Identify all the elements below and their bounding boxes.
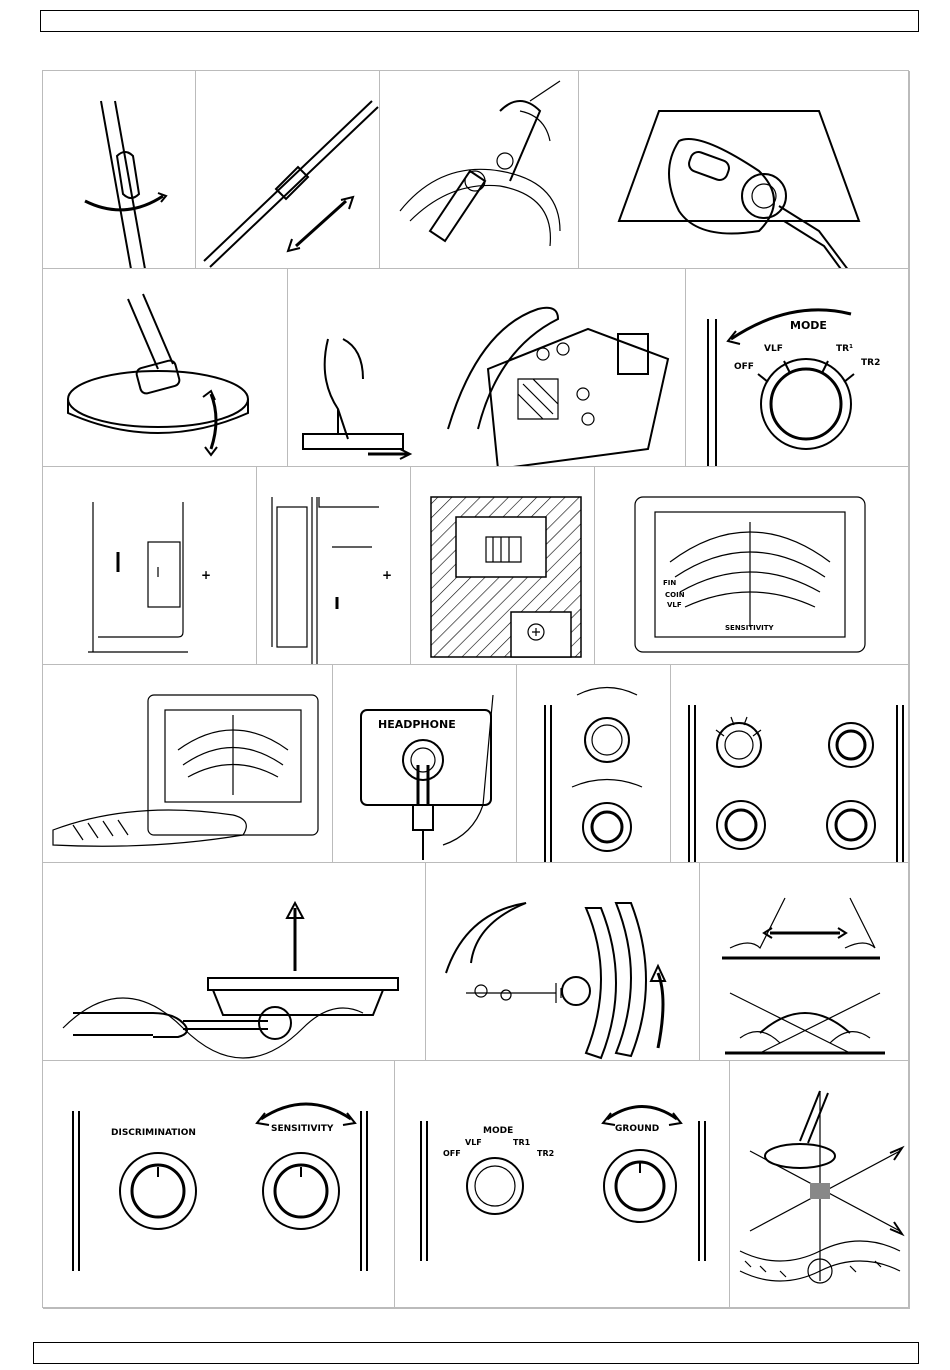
header-bar [40,10,919,32]
fig-cable-clip [380,71,579,269]
fig-sweep-pattern [426,863,700,1061]
fin-label: FIN [663,579,676,587]
vlf-scale-label: VLF [667,601,682,609]
fig-pinpoint [730,1061,910,1309]
fig-headphone-jack: HEADPHONE [333,665,517,863]
svg-text:+: + [201,568,211,582]
fig-mode-ground-knobs: MODE OFF VLF TR1 TR2 GROUND [395,1061,730,1309]
sensitivity-knob-label: SENSITIVITY [271,1124,334,1134]
fig-battery-cover: + [43,467,257,665]
vlf-label: VLF [764,344,783,354]
fig-meter-handle [43,665,333,863]
fig-sweep-height [43,863,426,1061]
fig-battery-open: + [257,467,411,665]
svg-text:+: + [382,568,392,582]
fig-coil-angle [43,269,288,467]
discrimination-label: DISCRIMINATION [111,1128,196,1138]
fig-connector [579,71,910,269]
mode-knob[interactable] [761,359,851,449]
tr2-2-label: TR2 [537,1149,554,1158]
fig-armrest-control [288,269,686,467]
fig-shaft-twist [43,71,196,269]
footer-bar [33,1342,919,1364]
coin-label: COIN [665,591,685,599]
illustration-grid: MODE OFF VLF TR¹ TR2 + + [42,70,909,1308]
tr2-label: TR2 [861,358,880,368]
fig-coil-level [700,863,910,1061]
fig-meter-scale: FIN COIN VLF SENSITIVITY [595,467,910,665]
vlf2-label: VLF [465,1138,482,1147]
fig-four-knobs [671,665,910,863]
fig-mode-knob: MODE OFF VLF TR¹ TR2 [686,269,910,467]
fig-shaft-slide [196,71,380,269]
fig-disc-sens-knobs: DISCRIMINATION SENSITIVITY [43,1061,395,1309]
sensitivity-scale-label: SENSITIVITY [725,624,775,632]
tr1-label: TR¹ [836,344,853,354]
tr1-2-label: TR1 [513,1138,531,1147]
mode-knob-label: MODE [483,1126,513,1136]
off-label: OFF [734,362,754,372]
fig-battery-compartment [411,467,595,665]
mode-label: MODE [790,319,827,332]
ground-label: GROUND [615,1124,659,1134]
off2-label: OFF [443,1149,461,1158]
fig-two-knobs [517,665,671,863]
headphone-label: HEADPHONE [378,718,456,731]
